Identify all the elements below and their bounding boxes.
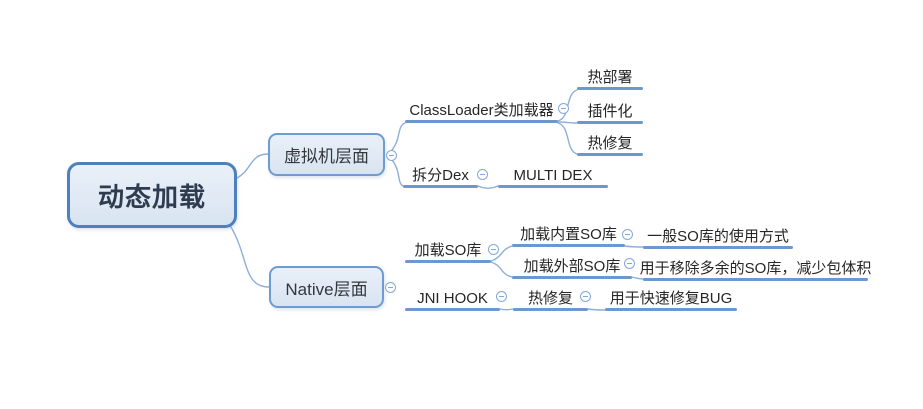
topic-load-so-label: 加载SO库: [414, 242, 482, 259]
topic-general-so-usage-label: 一般SO库的使用方式: [647, 228, 789, 245]
topic-pluginization[interactable]: 插件化: [577, 103, 643, 124]
topic-load-external-so-label: 加载外部SO库: [523, 258, 621, 275]
topic-hot-deploy-label: 热部署: [587, 69, 633, 86]
topic-underline: [643, 246, 793, 249]
topic-pluginization-label: 插件化: [587, 103, 633, 120]
topic-load-builtin-so[interactable]: 加载内置SO库: [512, 226, 625, 247]
topic-multi-dex-label: MULTI DEX: [513, 167, 593, 184]
topic-underline: [498, 185, 608, 188]
collapse-icon-split-dex[interactable]: [477, 169, 488, 180]
minus-glyph: [627, 263, 632, 264]
topic-native-layer-label: Native层面: [285, 279, 368, 299]
topic-split-dex[interactable]: 拆分Dex: [403, 167, 478, 188]
minus-glyph: [389, 155, 394, 156]
topic-underline: [405, 260, 491, 263]
collapse-icon-load-so[interactable]: [488, 244, 499, 255]
topic-underline: [577, 153, 643, 156]
minus-glyph: [491, 249, 496, 250]
topic-multi-dex[interactable]: MULTI DEX: [498, 167, 608, 188]
topic-load-external-so[interactable]: 加载外部SO库: [512, 258, 632, 279]
topic-underline: [513, 308, 588, 311]
topic-vm-layer-label: 虚拟机层面: [284, 147, 369, 166]
topic-split-dex-label: 拆分Dex: [412, 167, 469, 184]
collapse-icon-jni-hook[interactable]: [496, 291, 507, 302]
minus-glyph: [388, 287, 393, 288]
topic-underline: [405, 120, 558, 123]
topic-general-so-usage[interactable]: 一般SO库的使用方式: [643, 228, 793, 249]
topic-underline: [605, 308, 737, 311]
minus-glyph: [625, 234, 630, 235]
topic-native-layer[interactable]: Native层面: [269, 266, 384, 308]
minus-glyph: [583, 296, 588, 297]
topic-remove-redundant-so-label: 用于移除多余的SO库，减少包体积: [639, 260, 872, 277]
topic-remove-redundant-so[interactable]: 用于移除多余的SO库，减少包体积: [640, 260, 871, 281]
topic-underline: [512, 276, 632, 279]
collapse-icon-classloader[interactable]: [558, 103, 569, 114]
topic-underline: [403, 185, 478, 188]
topic-hotfix-vm[interactable]: 热修复: [577, 135, 643, 156]
collapse-icon-native-layer[interactable]: [385, 282, 396, 293]
topic-load-so[interactable]: 加载SO库: [405, 242, 491, 263]
minus-glyph: [480, 174, 485, 175]
topic-hotfix-native-label: 热修复: [527, 290, 573, 307]
topic-underline: [643, 278, 868, 281]
topic-load-builtin-so-label: 加载内置SO库: [520, 226, 617, 243]
root-topic[interactable]: 动态加载: [67, 162, 237, 228]
minus-glyph: [499, 296, 504, 297]
topic-underline: [577, 87, 643, 90]
topic-underline: [512, 244, 625, 247]
topic-quick-fix-bug-label: 用于快速修复BUG: [609, 290, 733, 307]
collapse-icon-vm-layer[interactable]: [386, 150, 397, 161]
minus-glyph: [561, 108, 566, 109]
collapse-icon-load-external-so[interactable]: [624, 258, 635, 269]
topic-hotfix-native[interactable]: 热修复: [513, 290, 588, 311]
topic-jni-hook-label: JNI HOOK: [417, 290, 488, 307]
topic-classloader-label: ClassLoader类加载器: [409, 102, 554, 119]
topic-quick-fix-bug[interactable]: 用于快速修复BUG: [605, 290, 737, 311]
topic-vm-layer[interactable]: 虚拟机层面: [268, 133, 385, 176]
topic-hotfix-vm-label: 热修复: [587, 135, 633, 152]
topic-jni-hook[interactable]: JNI HOOK: [405, 290, 500, 311]
topic-classloader[interactable]: ClassLoader类加载器: [405, 102, 558, 123]
topic-hot-deploy[interactable]: 热部署: [577, 69, 643, 90]
root-topic-label: 动态加载: [97, 181, 206, 212]
topic-underline: [405, 308, 500, 311]
collapse-icon-hotfix-native[interactable]: [580, 291, 591, 302]
collapse-icon-load-builtin-so[interactable]: [622, 229, 633, 240]
topic-underline: [577, 121, 643, 124]
